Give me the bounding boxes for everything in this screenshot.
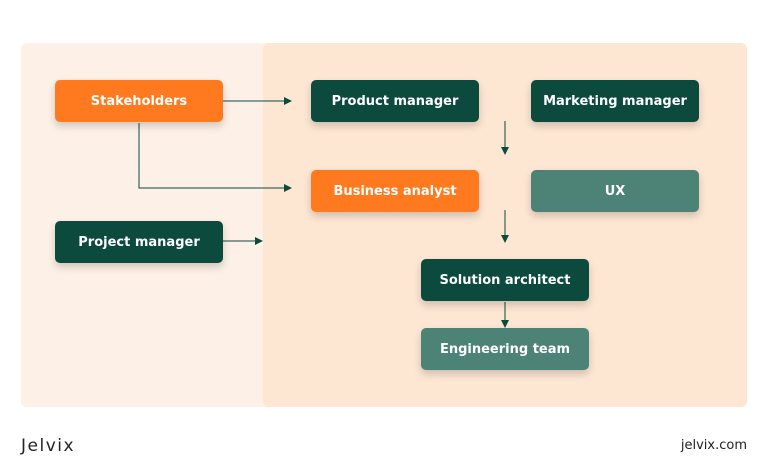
node-solution-architect: Solution architect: [421, 259, 589, 301]
node-marketing-manager: Marketing manager: [531, 80, 699, 122]
node-project-manager: Project manager: [55, 221, 223, 263]
website-link[interactable]: jelvix.com: [680, 438, 747, 453]
arrow-stakeholders-to-business-analyst: [138, 123, 292, 192]
node-ux: UX: [531, 170, 699, 212]
brand-logo: Jelvix: [21, 436, 76, 456]
node-business-analyst: Business analyst: [311, 170, 479, 212]
node-stakeholders: Stakeholders: [55, 80, 223, 122]
node-product-manager: Product manager: [311, 80, 479, 122]
node-engineering-team: Engineering team: [421, 328, 589, 370]
